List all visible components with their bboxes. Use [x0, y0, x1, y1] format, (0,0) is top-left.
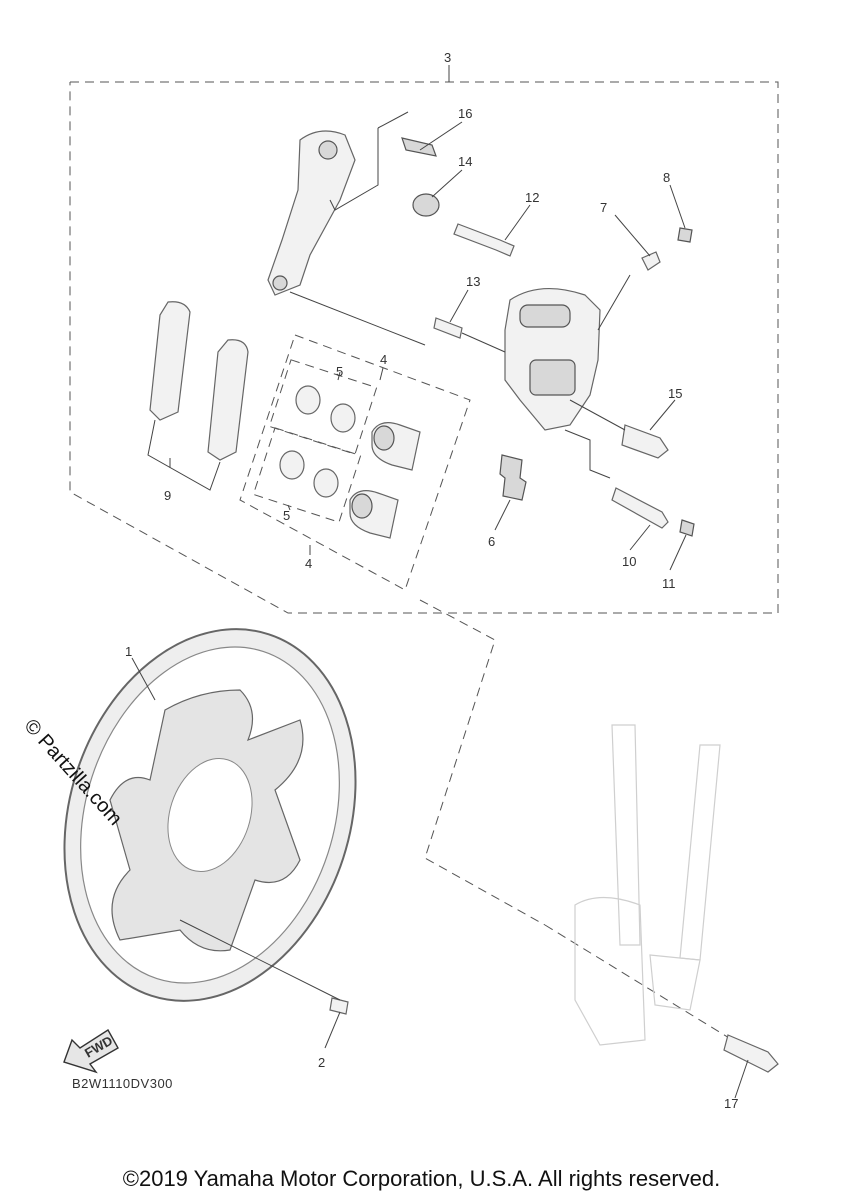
caliper-bolt-long — [611, 487, 669, 529]
caliper-bracket — [267, 130, 356, 296]
callout-6: 6 — [488, 534, 495, 549]
callout-17: 17 — [724, 1096, 738, 1111]
brake-rotor — [63, 628, 357, 1002]
callout-16: 16 — [458, 106, 472, 121]
seal-4 — [313, 468, 339, 498]
callout-4-lower: 4 — [305, 556, 312, 571]
callout-8: 8 — [663, 170, 670, 185]
assembly-boundary — [69, 81, 779, 614]
seal-3 — [279, 450, 305, 480]
washer — [679, 519, 695, 537]
callout-13: 13 — [466, 274, 480, 289]
bleed-cap — [677, 227, 693, 243]
bleed-screw — [641, 251, 661, 271]
rotor-bolt — [329, 997, 349, 1015]
pad-spring — [499, 454, 527, 501]
callout-11: 11 — [662, 576, 676, 591]
callout-2: 2 — [318, 1055, 325, 1070]
diagram-code: B2W1110DV300 — [72, 1076, 173, 1091]
caliper-bolt — [621, 424, 669, 459]
piston-kit-upper — [239, 334, 471, 591]
boot — [412, 193, 440, 217]
fwd-arrow-icon: FWD — [63, 1029, 119, 1074]
callout-4-upper: 4 — [380, 352, 387, 367]
pad-pin — [433, 317, 463, 339]
callout-1: 1 — [125, 644, 132, 659]
brake-pad-left — [149, 301, 191, 421]
copyright: ©2019 Yamaha Motor Corporation, U.S.A. A… — [122, 1166, 721, 1191]
callout-5-upper: 5 — [336, 364, 343, 379]
mount-link — [419, 599, 546, 926]
front-fork — [574, 724, 721, 1046]
callout-7: 7 — [600, 200, 607, 215]
seal-1 — [295, 385, 321, 415]
pad-support — [401, 137, 437, 157]
callout-9: 9 — [164, 488, 171, 503]
callout-5-lower: 5 — [283, 508, 290, 523]
callout-12: 12 — [525, 190, 539, 205]
callout-15: 15 — [668, 386, 682, 401]
brake-pad-right — [207, 339, 249, 461]
callout-10: 10 — [622, 554, 636, 569]
seal-2 — [330, 403, 356, 433]
caliper-pin — [453, 223, 515, 257]
axle-bolt — [723, 1034, 779, 1073]
callout-3: 3 — [444, 50, 451, 65]
callout-14: 14 — [458, 154, 472, 169]
